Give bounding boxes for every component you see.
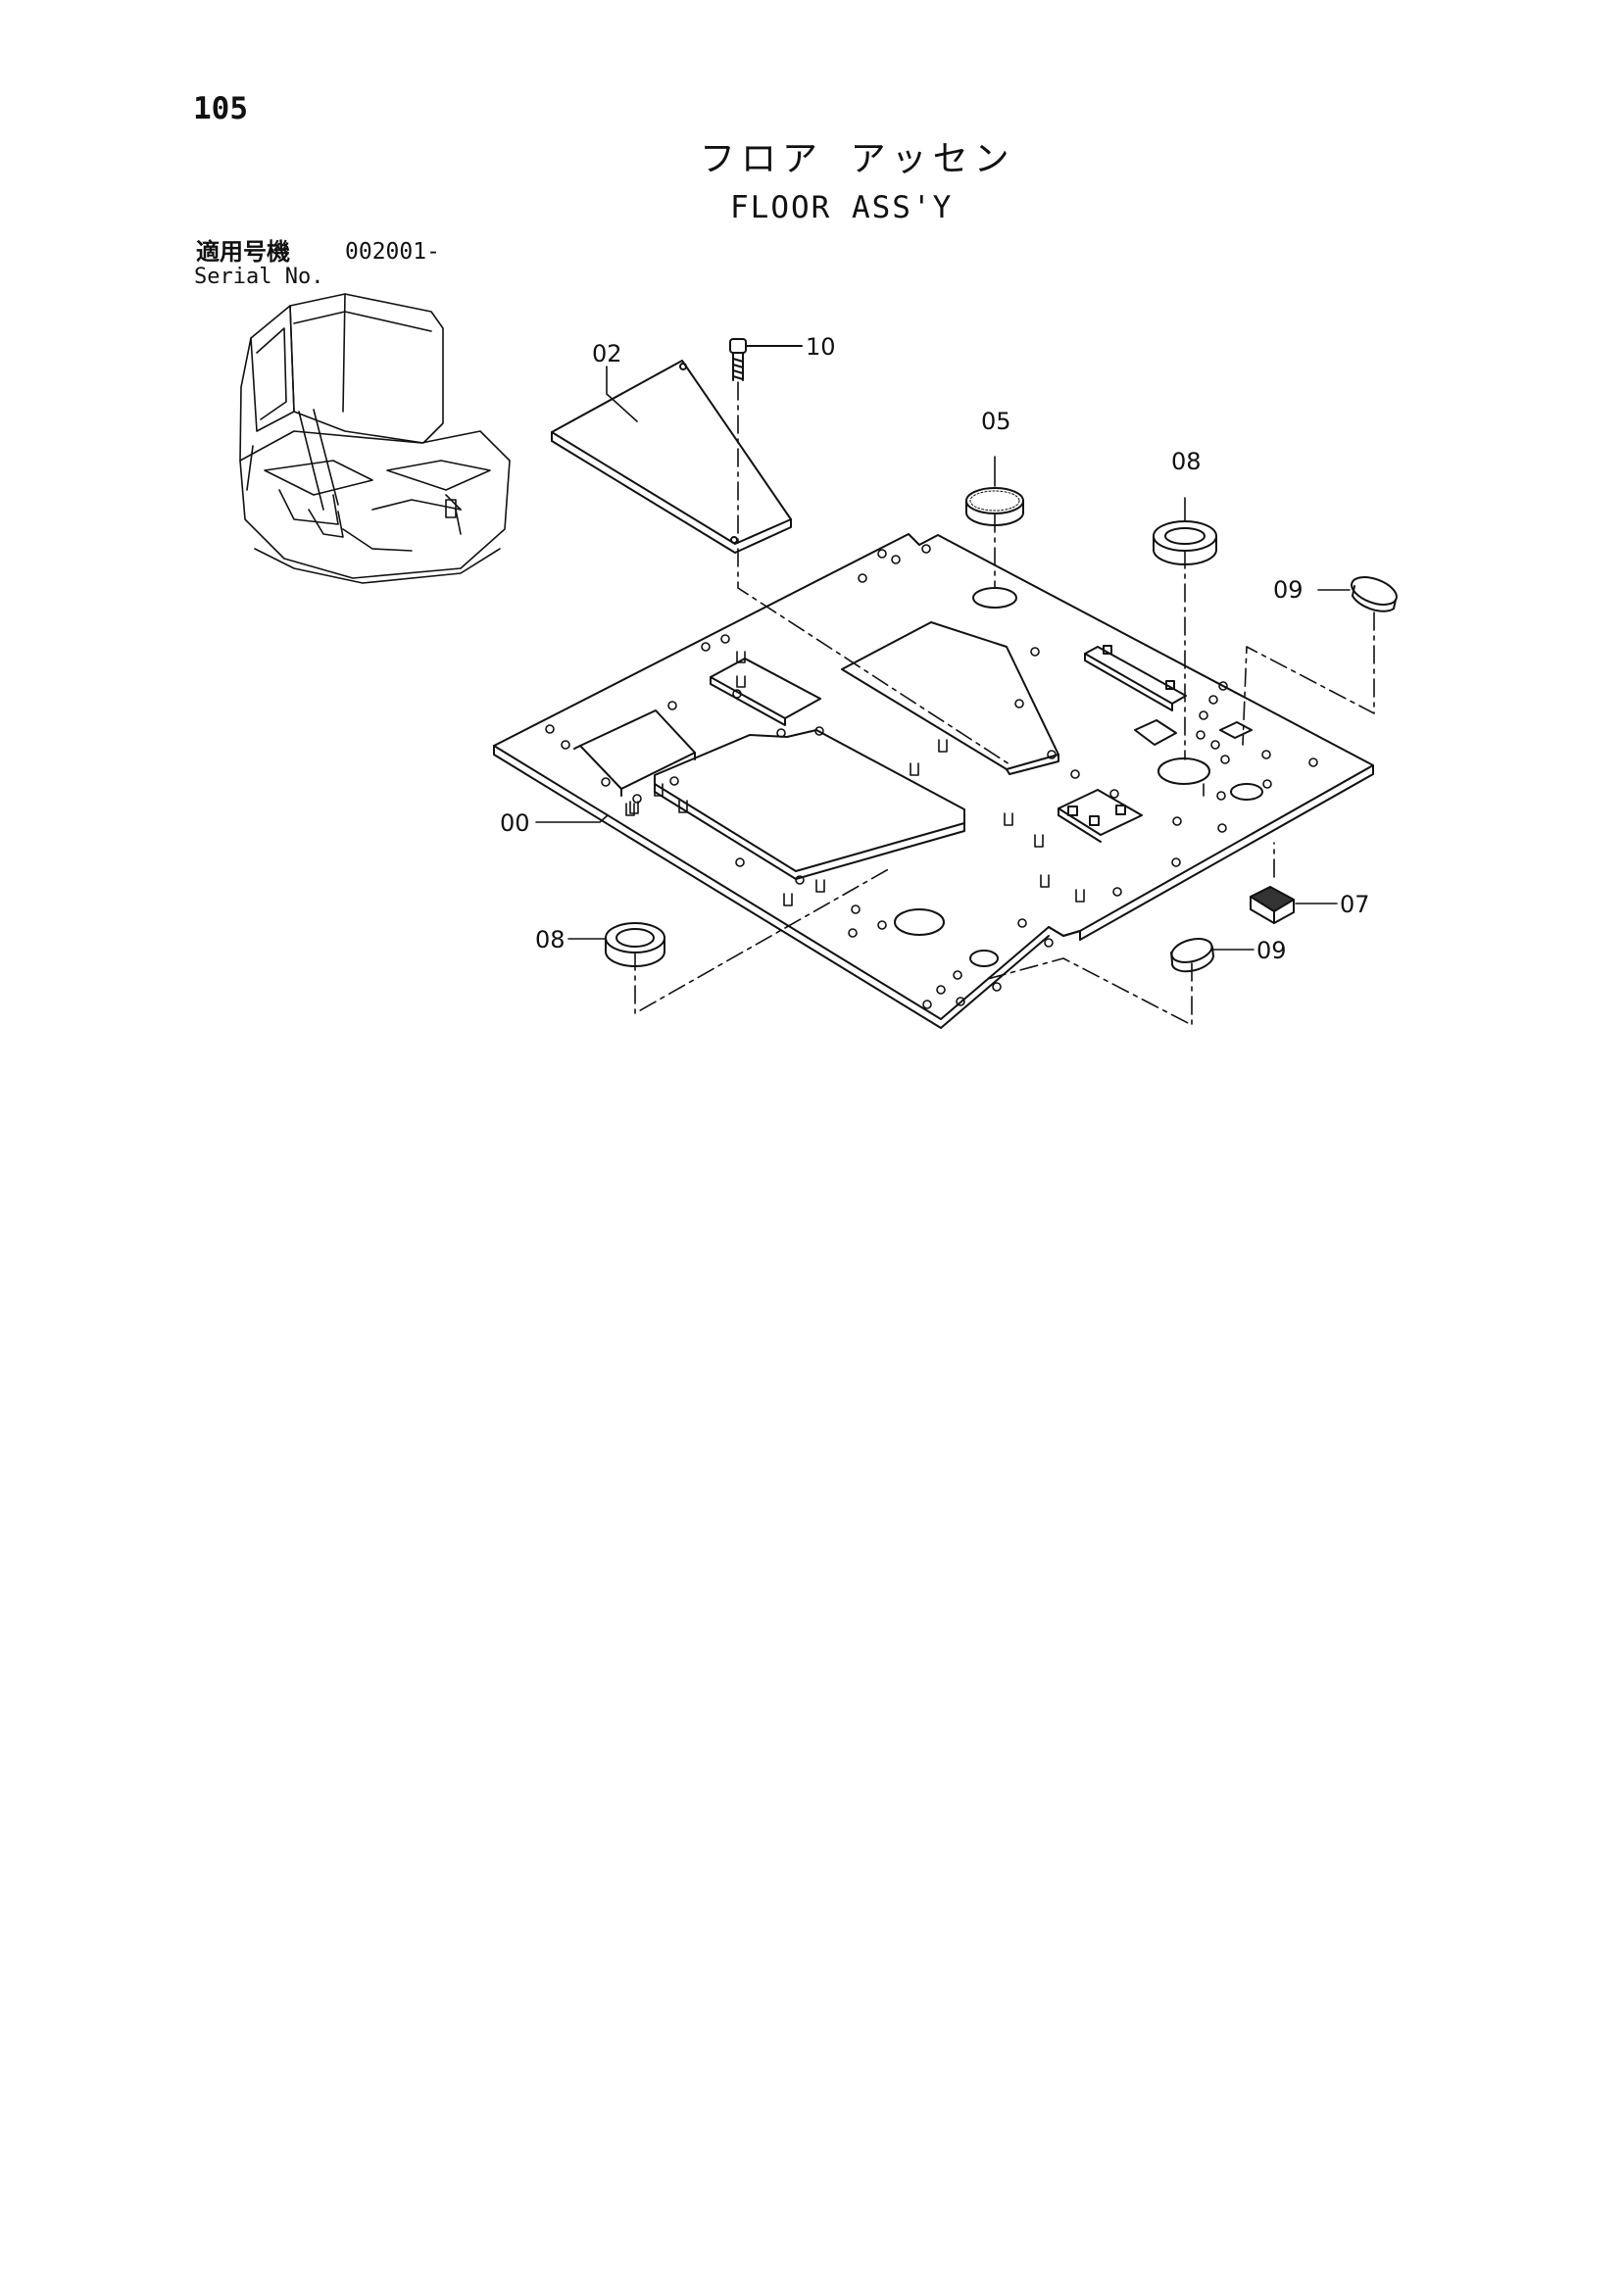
weld-studs <box>625 651 1205 906</box>
serial-number-value: 002001- <box>345 239 440 265</box>
part-09-plug-bottom <box>1170 938 1214 973</box>
part-02-cover-plate <box>551 360 792 554</box>
callout-07: 07 <box>1340 891 1370 918</box>
excavator-thumbnail <box>239 293 511 584</box>
part-05-plug <box>965 487 1024 526</box>
callout-09-top: 09 <box>1273 576 1304 604</box>
callout-10: 10 <box>806 333 836 361</box>
part-08-grommet-left <box>605 922 665 967</box>
mounting-holes <box>545 544 1318 1009</box>
part-09-plug-top <box>1351 576 1398 612</box>
callout-05: 05 <box>981 408 1011 435</box>
page-title-japanese: フロア アッセン <box>700 139 1015 179</box>
part-00-floor-plate <box>493 533 1374 1029</box>
leader-lines <box>535 366 1351 951</box>
part-07-block <box>1250 886 1295 924</box>
callout-00: 00 <box>500 809 530 837</box>
serial-label-japanese: 適用号機 <box>196 238 290 266</box>
page-title-english: FLOOR ASS'Y <box>730 190 954 225</box>
callout-08-top: 08 <box>1171 448 1202 475</box>
callout-09-bottom: 09 <box>1256 937 1287 964</box>
callout-08-left: 08 <box>535 926 566 953</box>
serial-label-english: Serial No. <box>194 265 324 289</box>
callout-02: 02 <box>592 340 622 367</box>
page-number: 105 <box>193 91 248 126</box>
part-10-bolt <box>729 338 803 381</box>
assembly-lines <box>634 381 1375 1026</box>
